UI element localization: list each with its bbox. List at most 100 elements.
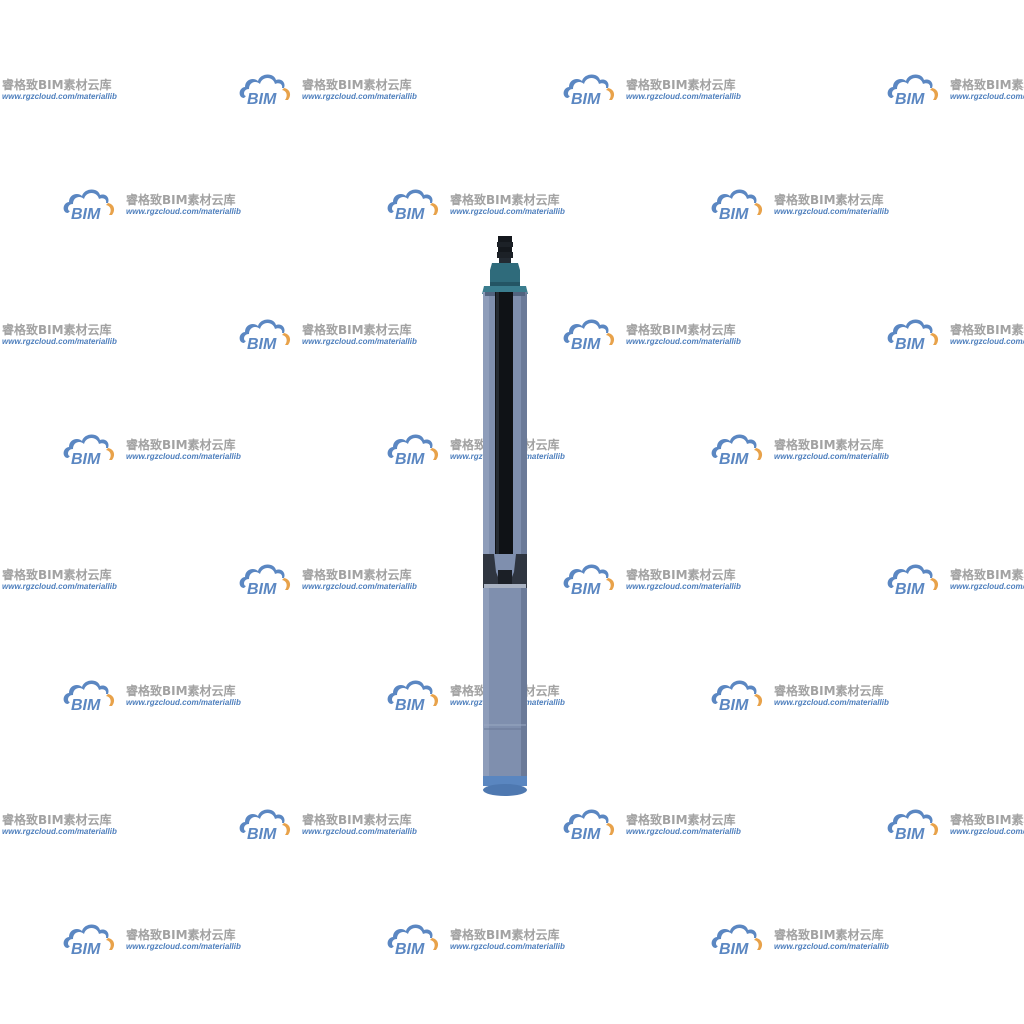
- cloud-bim-logo-icon: BIM: [711, 680, 763, 714]
- watermark-url: www.rgzcloud.com/materiallib: [126, 942, 241, 951]
- watermark-url: www.rgzcloud.com/materiallib: [2, 582, 117, 591]
- watermark-url: www.rgzcloud.com/materiallib: [626, 582, 741, 591]
- watermark-url: www.rgzcloud.com/materiallib: [626, 92, 741, 101]
- watermark: BIM睿格致BIM素材云库www.rgzcloud.com/materialli…: [0, 805, 128, 845]
- watermark-logo-text: BIM: [247, 91, 277, 108]
- watermark-url: www.rgzcloud.com/materiallib: [302, 92, 417, 101]
- cloud-bim-logo-icon: BIM: [887, 74, 939, 108]
- cloud-bim-logo-icon: BIM: [387, 680, 439, 714]
- cloud-bim-logo-icon: BIM: [387, 189, 439, 223]
- watermark: BIM睿格致BIM素材云库www.rgzcloud.com/materialli…: [0, 315, 128, 355]
- watermark-title: 睿格致BIM素材云库: [774, 684, 884, 698]
- watermark-logo-text: BIM: [247, 336, 277, 353]
- cloud-bim-logo-icon: BIM: [887, 564, 939, 598]
- watermark-url: www.rgzcloud.com/materiallib: [450, 942, 565, 951]
- watermark-url: www.rgzcloud.com/materiallib: [2, 92, 117, 101]
- watermark-title: 睿格致BIM素材云库: [626, 568, 736, 582]
- watermark-url: www.rgzcloud.com/materiallib: [450, 207, 565, 216]
- watermark-logo-text: BIM: [719, 697, 749, 714]
- watermark-title: 睿格致BIM素材云库: [950, 323, 1024, 337]
- watermark-url: www.rgzcloud.com/materiallib: [950, 582, 1024, 591]
- watermark-title: 睿格致BIM素材云库: [774, 928, 884, 942]
- submersible-pump-model: [482, 236, 528, 796]
- watermark-title: 睿格致BIM素材云库: [950, 78, 1024, 92]
- watermark-url: www.rgzcloud.com/materiallib: [302, 337, 417, 346]
- cloud-bim-logo-icon: BIM: [711, 924, 763, 958]
- watermark-title: 睿格致BIM素材云库: [626, 323, 736, 337]
- watermark-logo-text: BIM: [719, 206, 749, 223]
- cloud-bim-logo-icon: BIM: [563, 74, 615, 108]
- watermark-logo-text: BIM: [895, 336, 925, 353]
- cloud-bim-logo-icon: BIM: [887, 809, 939, 843]
- watermark-title: 睿格致BIM素材云库: [450, 928, 560, 942]
- discharge-head: [482, 263, 528, 294]
- watermark-title: 睿格致BIM素材云库: [2, 568, 112, 582]
- watermark-url: www.rgzcloud.com/materiallib: [302, 827, 417, 836]
- watermark-url: www.rgzcloud.com/materiallib: [126, 452, 241, 461]
- watermark-logo-text: BIM: [395, 941, 425, 958]
- watermark-url: www.rgzcloud.com/materiallib: [950, 827, 1024, 836]
- cloud-bim-logo-icon: BIM: [63, 924, 115, 958]
- watermark-title: 睿格致BIM素材云库: [302, 813, 412, 827]
- watermark-url: www.rgzcloud.com/materiallib: [950, 337, 1024, 346]
- watermark: BIM 睿格致BIM素材云库www.rgzcloud.com/materialli…: [886, 805, 1024, 845]
- cloud-bim-logo-icon: BIM: [563, 809, 615, 843]
- watermark-logo-text: BIM: [719, 941, 749, 958]
- watermark-logo-text: BIM: [895, 826, 925, 843]
- cloud-bim-logo-icon: BIM: [63, 189, 115, 223]
- watermark-url: www.rgzcloud.com/materiallib: [774, 452, 889, 461]
- cloud-bim-logo-icon: BIM: [239, 564, 291, 598]
- watermark-title: 睿格致BIM素材云库: [774, 193, 884, 207]
- watermark-title: 睿格致BIM素材云库: [950, 813, 1024, 827]
- watermark: BIM 睿格致BIM素材云库www.rgzcloud.com/materialli…: [886, 315, 1024, 355]
- watermark-logo-text: BIM: [571, 581, 601, 598]
- cloud-bim-logo-icon: BIM: [239, 809, 291, 843]
- watermark-title: 睿格致BIM素材云库: [2, 323, 112, 337]
- watermark-title: 睿格致BIM素材云库: [774, 438, 884, 452]
- pump-base: [483, 776, 527, 796]
- cloud-bim-logo-icon: BIM: [239, 319, 291, 353]
- watermark-logo-text: BIM: [71, 206, 101, 223]
- motor-body: [483, 588, 527, 778]
- watermark-logo-text: BIM: [571, 826, 601, 843]
- watermark-url: www.rgzcloud.com/materiallib: [626, 827, 741, 836]
- watermark-logo-text: BIM: [571, 91, 601, 108]
- motor-coupling: [483, 554, 527, 590]
- watermark-title: 睿格致BIM素材云库: [302, 323, 412, 337]
- watermark-logo-text: BIM: [895, 581, 925, 598]
- watermark-url: www.rgzcloud.com/materiallib: [2, 337, 117, 346]
- watermark: BIM睿格致BIM素材云库www.rgzcloud.com/materialli…: [0, 70, 128, 110]
- hose-connector: [497, 236, 513, 263]
- watermark: BIM睿格致BIM素材云库www.rgzcloud.com/materialli…: [886, 560, 1024, 600]
